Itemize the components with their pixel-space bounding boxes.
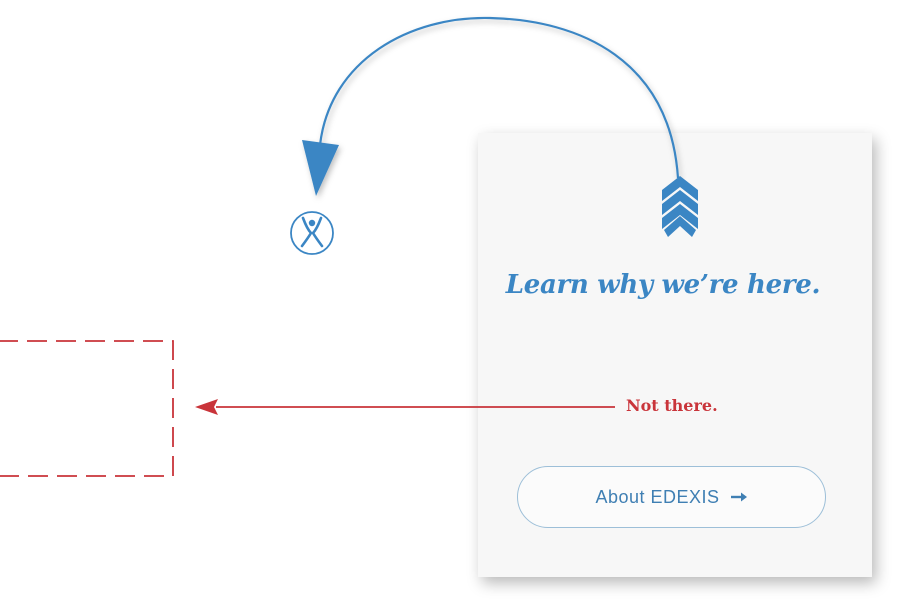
dashed-placeholder [0,340,174,477]
about-edexis-button[interactable]: About EDEXIS [517,466,826,528]
not-there-label: Not there. [626,396,718,415]
card-heading: Learn why we’re here. [505,270,821,300]
edexis-logo-icon [290,211,334,255]
arrow-left-icon [195,399,615,415]
curved-arrow-icon [302,16,680,196]
arrow-right-icon [730,492,747,502]
chevron-stack-icon [662,176,698,237]
about-button-label: About EDEXIS [595,486,720,507]
